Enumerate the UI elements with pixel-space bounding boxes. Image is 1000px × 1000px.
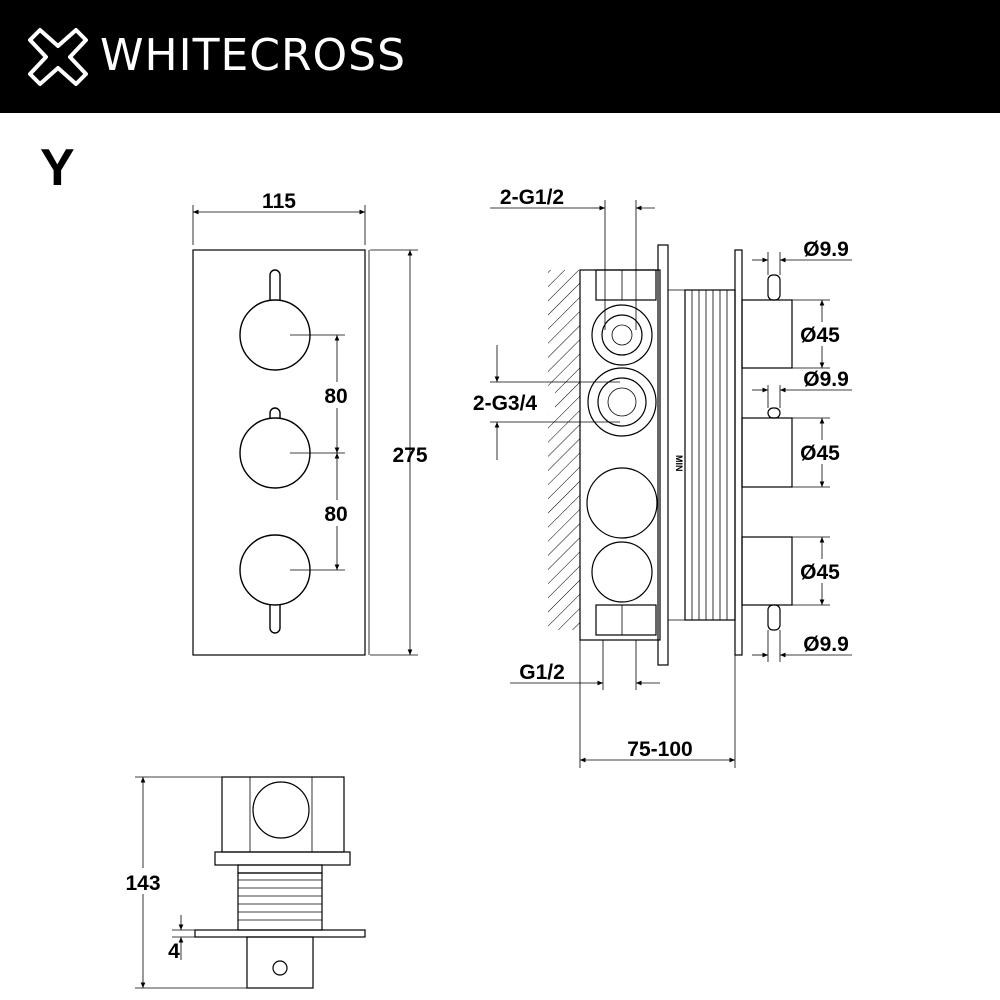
header-bar: WHITECROSS [0, 0, 1000, 113]
dim-spacing-1: 80 [324, 385, 347, 408]
dim-knob-1: Ø45 [800, 324, 840, 347]
thread-lines [691, 290, 728, 620]
min-mark: MIN [674, 455, 684, 472]
side-view: MIN 2-G1/2 2-G3/4 G1/2 75-100 Ø9.9 Ø45 [460, 186, 852, 768]
dim-bottom-outlet: G1/2 [519, 661, 565, 684]
dim-spacing-2: 80 [324, 503, 347, 526]
dim-width: 115 [262, 190, 296, 213]
dim-bottom-height: 143 [125, 872, 160, 895]
dim-stem-2: Ø9.9 [803, 368, 849, 391]
dim-plate: 4 [168, 940, 180, 963]
dim-height: 275 [392, 444, 427, 467]
cross-outline-icon [28, 28, 88, 86]
dim-mid-inlet: 2-G3/4 [473, 392, 538, 415]
variant-label: Y [40, 139, 75, 197]
brand-name: WHITECROSS [100, 30, 407, 81]
dim-knob-2: Ø45 [800, 442, 840, 465]
dim-depth: 75-100 [627, 738, 692, 761]
bottom-view: 143 4 [115, 776, 366, 989]
front-view: 115 275 80 80 [192, 190, 428, 656]
dim-top-inlet: 2-G1/2 [500, 186, 564, 209]
dim-stem-1: Ø9.9 [803, 238, 849, 261]
dim-stem-3: Ø9.9 [803, 633, 849, 656]
dim-knob-3: Ø45 [800, 561, 840, 584]
